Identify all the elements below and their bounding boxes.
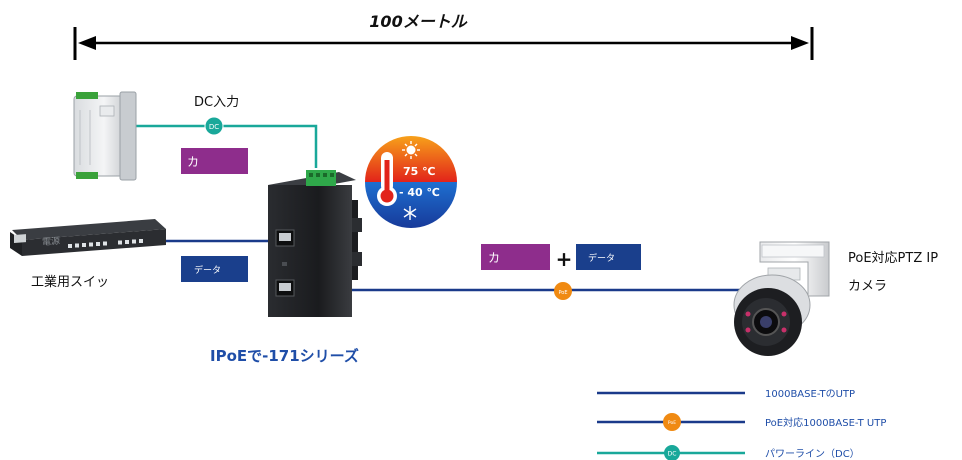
- svg-text:PoE: PoE: [558, 290, 567, 296]
- svg-text:パワーライン（DC）: パワーライン（DC）: [765, 448, 860, 460]
- svg-text:データ: データ: [194, 264, 221, 276]
- terminal-block: [306, 170, 336, 186]
- thermometer-icon: [377, 152, 397, 206]
- svg-text:DC: DC: [668, 451, 677, 458]
- poe-injector: [268, 170, 362, 317]
- camera-label-line1: PoE対応PTZ IP: [848, 251, 938, 266]
- distance-label: 100メートル: [369, 12, 467, 31]
- dc-input-label: DC入力: [194, 95, 239, 110]
- max-temp-label: 75 ℃: [403, 165, 435, 178]
- svg-text:カ: カ: [187, 155, 199, 169]
- switch-label: 工業用スイッ: [31, 274, 109, 290]
- legend: 1000BASE-TのUTP PoE PoE対応1000BASE-T UTP D…: [597, 389, 886, 460]
- camera-label-line2: カメラ: [848, 279, 887, 294]
- industrial-switch: 電源: [10, 219, 166, 256]
- dc-power-cable: [135, 124, 318, 168]
- distance-indicator: 100メートル: [73, 12, 814, 60]
- min-temp-label: - 40 ℃: [399, 186, 440, 199]
- arrow-right-icon: [791, 36, 809, 50]
- svg-text:カ: カ: [488, 251, 500, 265]
- ptz-camera: [733, 241, 830, 356]
- power-tag: カ: [181, 148, 248, 174]
- din-rail-power-supply: [73, 91, 137, 181]
- svg-text:データ: データ: [588, 252, 615, 264]
- legend-item-poe-utp: PoE PoE対応1000BASE-T UTP: [597, 413, 886, 431]
- injector-label: IPoEで-171シリーズ: [210, 347, 359, 365]
- arrow-left-icon: [78, 36, 96, 50]
- legend-item-dc-power: DC パワーライン（DC）: [597, 445, 860, 460]
- svg-text:PoE: PoE: [668, 420, 676, 426]
- temperature-range-badge: 75 ℃ - 40 ℃: [365, 136, 457, 228]
- svg-text:1000BASE-TのUTP: 1000BASE-TのUTP: [765, 389, 855, 400]
- legend-item-utp: 1000BASE-TのUTP: [597, 389, 855, 400]
- poe-badge: PoE: [554, 282, 572, 300]
- data-tag-switch: データ: [181, 256, 248, 282]
- sun-icon: [402, 141, 420, 159]
- svg-text:DC: DC: [209, 123, 219, 131]
- svg-text:PoE対応1000BASE-T UTP: PoE対応1000BASE-T UTP: [765, 416, 886, 429]
- data-tag-poe: データ: [576, 244, 641, 270]
- snowflake-icon: [403, 206, 417, 220]
- dc-badge: DC: [204, 116, 224, 136]
- power-tag-poe: カ: [481, 244, 550, 270]
- svg-text:電源: 電源: [42, 236, 60, 248]
- plus-sign: +: [556, 247, 573, 271]
